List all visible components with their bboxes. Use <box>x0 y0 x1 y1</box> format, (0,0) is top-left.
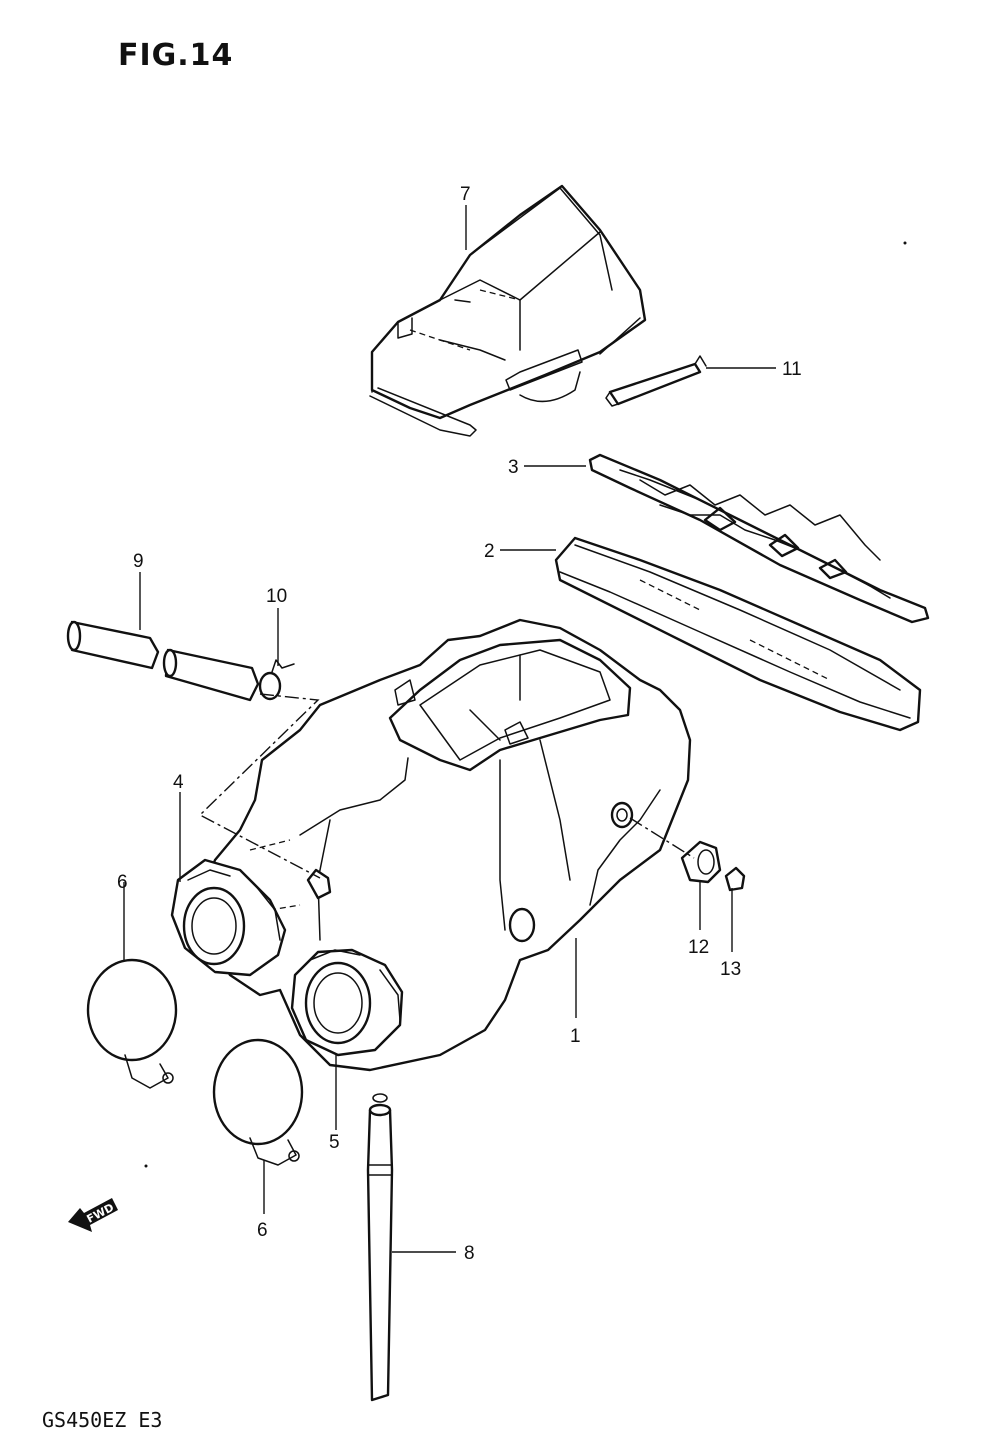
callout-10: 10 <box>266 586 287 607</box>
callout-8: 8 <box>464 1243 475 1264</box>
callout-5: 5 <box>329 1132 340 1153</box>
callout-numbers: 7 11 3 2 9 10 4 6 1 12 13 5 6 8 <box>117 184 802 1264</box>
callout-3: 3 <box>508 457 519 478</box>
band-clamp-upper <box>86 958 178 1089</box>
hose-clamp <box>258 659 295 701</box>
intake-boot-left <box>170 858 287 977</box>
callout-9: 9 <box>133 551 144 572</box>
callout-2: 2 <box>484 541 495 562</box>
cap-clip <box>605 355 707 407</box>
forward-direction-arrow: FWD <box>68 1198 118 1232</box>
callout-7: 7 <box>460 184 471 205</box>
drain-tube <box>366 1093 394 1402</box>
model-code: GS450EZ E3 <box>42 1408 163 1432</box>
air-cleaner-cap <box>369 184 647 437</box>
air-cleaner-box <box>198 618 692 1072</box>
breather-hose <box>66 620 260 702</box>
callout-6-lower: 6 <box>257 1220 268 1241</box>
callout-11: 11 <box>782 359 802 380</box>
assembly-guide-grommet <box>629 817 695 859</box>
callout-6-upper: 6 <box>117 872 128 893</box>
callout-4: 4 <box>173 772 184 793</box>
cap-plug <box>724 866 746 892</box>
assembly-guide-hose <box>198 693 321 879</box>
filter-frame <box>588 453 930 624</box>
filter-element <box>554 536 922 732</box>
callout-1: 1 <box>570 1026 581 1047</box>
intake-boot-right <box>290 948 404 1057</box>
print-speck <box>903 241 907 245</box>
figure-title: FIG.14 <box>118 38 234 73</box>
print-speck <box>144 1164 148 1168</box>
leader-lines <box>123 205 776 1253</box>
callout-12: 12 <box>688 937 709 958</box>
callout-13: 13 <box>720 959 741 980</box>
band-clamp-lower <box>212 1038 304 1166</box>
grommet <box>680 840 722 884</box>
